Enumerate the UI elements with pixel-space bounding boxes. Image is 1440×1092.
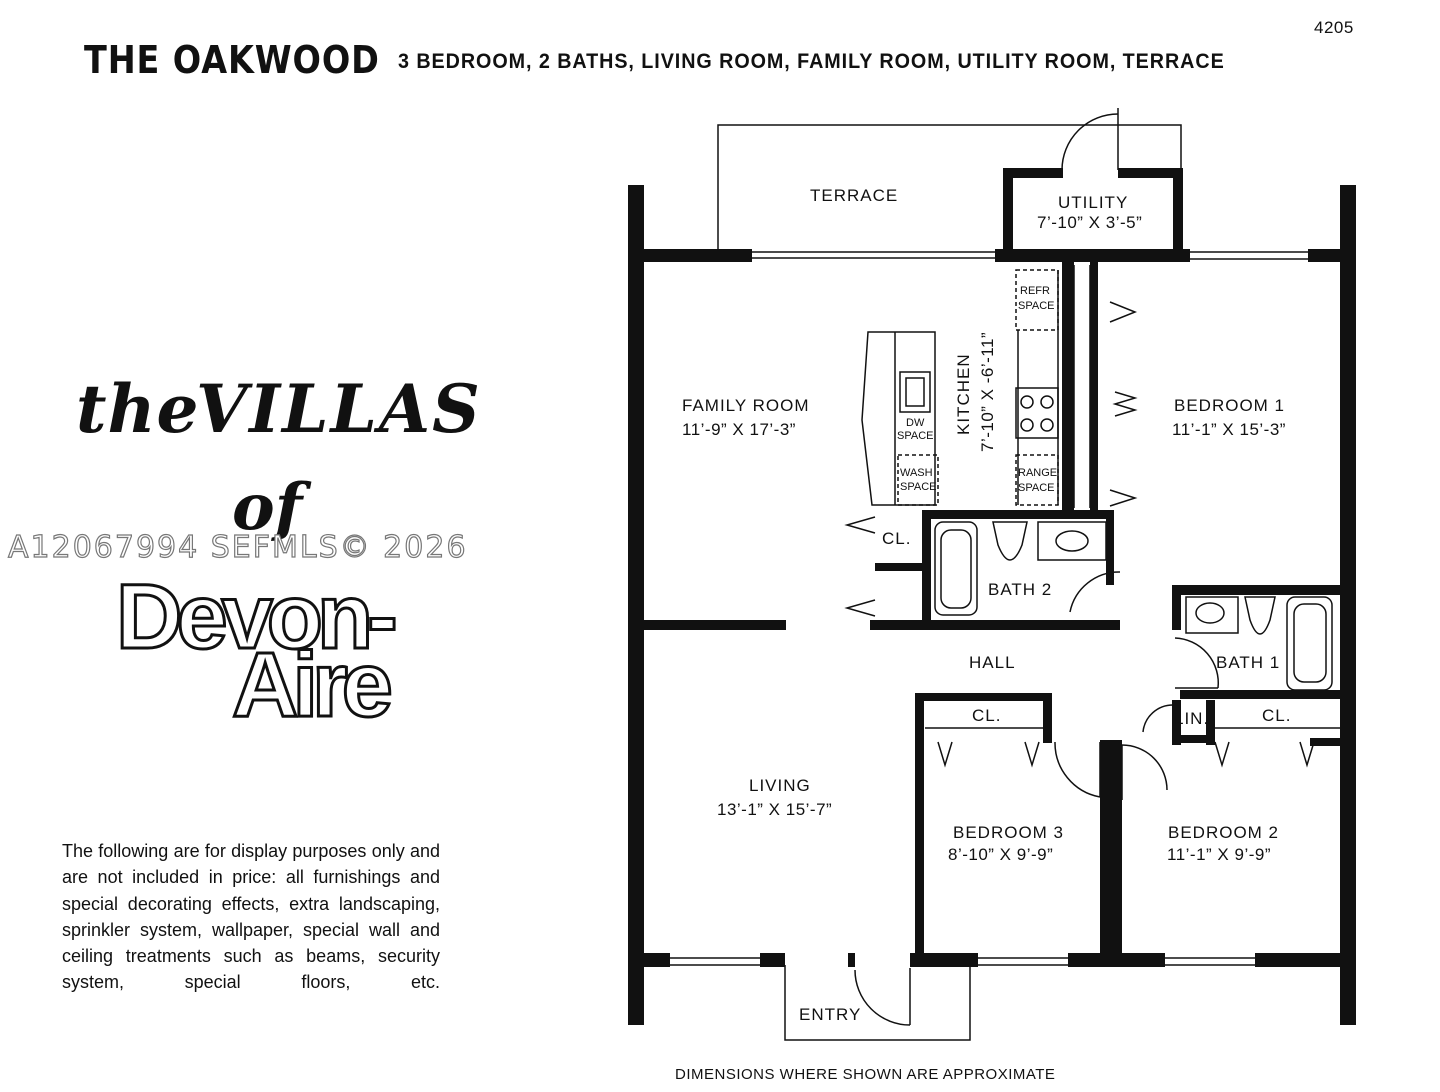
terrace-label: TERRACE	[810, 186, 898, 205]
living-label: LIVING	[749, 776, 811, 795]
kitchen-label: KITCHEN	[954, 353, 973, 435]
bedroom1-label: BEDROOM 1	[1174, 396, 1285, 415]
bedroom3-label: BEDROOM 3	[953, 823, 1064, 842]
logo-aire: Aire	[232, 634, 391, 736]
dw-space-label-1: DW	[906, 417, 925, 429]
features-line: 3 BEDROOM, 2 BATHS, LIVING ROOM, FAMILY …	[398, 50, 1225, 73]
logo-devon: Devon-	[116, 566, 394, 668]
utility-label: UTILITY	[1058, 193, 1128, 212]
bedroom1-dims: 11’-1” X 15’-3”	[1172, 420, 1286, 439]
living-dims: 13’-1” X 15’-7”	[717, 800, 832, 819]
devon-aire-logo: Devon- Aire	[115, 565, 402, 738]
entry-label: ENTRY	[799, 1005, 861, 1024]
bath2-label: BATH 2	[988, 580, 1052, 599]
wash-space-label-1: WASH	[900, 467, 933, 479]
bath1-label: BATH 1	[1216, 653, 1280, 672]
model-name: THE OAKWOOD	[84, 38, 380, 82]
kitchen-dims: 7’-10” X -6’-11”	[978, 332, 997, 452]
dw-space-label-2: SPACE	[897, 430, 933, 442]
utility-dims: 7’-10” X 3’-5”	[1037, 213, 1142, 232]
linen-label: LIN.	[1174, 709, 1209, 728]
watermark: A12067994 SEFMLS© 2026	[7, 529, 468, 565]
unit-id: 4205	[1314, 18, 1354, 37]
disclaimer: The following are for display purposes o…	[62, 841, 440, 993]
bedroom2-dims: 11’-1” X 9’-9”	[1167, 845, 1271, 864]
hall-label: HALL	[969, 653, 1016, 672]
thick-walls	[628, 168, 1356, 1025]
refr-space-label-2: SPACE	[1018, 300, 1054, 312]
refr-space-label-1: REFR	[1020, 285, 1050, 297]
wash-space-label-2: SPACE	[900, 481, 936, 493]
family-room-label: FAMILY ROOM	[682, 396, 810, 415]
range-space-label-2: SPACE	[1018, 482, 1054, 494]
range-space-label-1: RANGE	[1018, 467, 1057, 479]
brand-of: of	[232, 470, 303, 545]
footnote: DIMENSIONS WHERE SHOWN ARE APPROXIMATE	[675, 1066, 1056, 1083]
closet-family-label: CL.	[882, 529, 911, 548]
brand-villas: VILLAS	[196, 370, 482, 448]
bedroom3-dims: 8’-10” X 9’-9”	[948, 845, 1053, 864]
closet-bed2-label: CL.	[1262, 706, 1291, 725]
family-room-dims: 11’-9” X 17’-3”	[682, 420, 796, 439]
bedroom2-label: BEDROOM 2	[1168, 823, 1279, 842]
brand-the: the	[76, 370, 200, 448]
closet-bed3-label: CL.	[972, 706, 1001, 725]
